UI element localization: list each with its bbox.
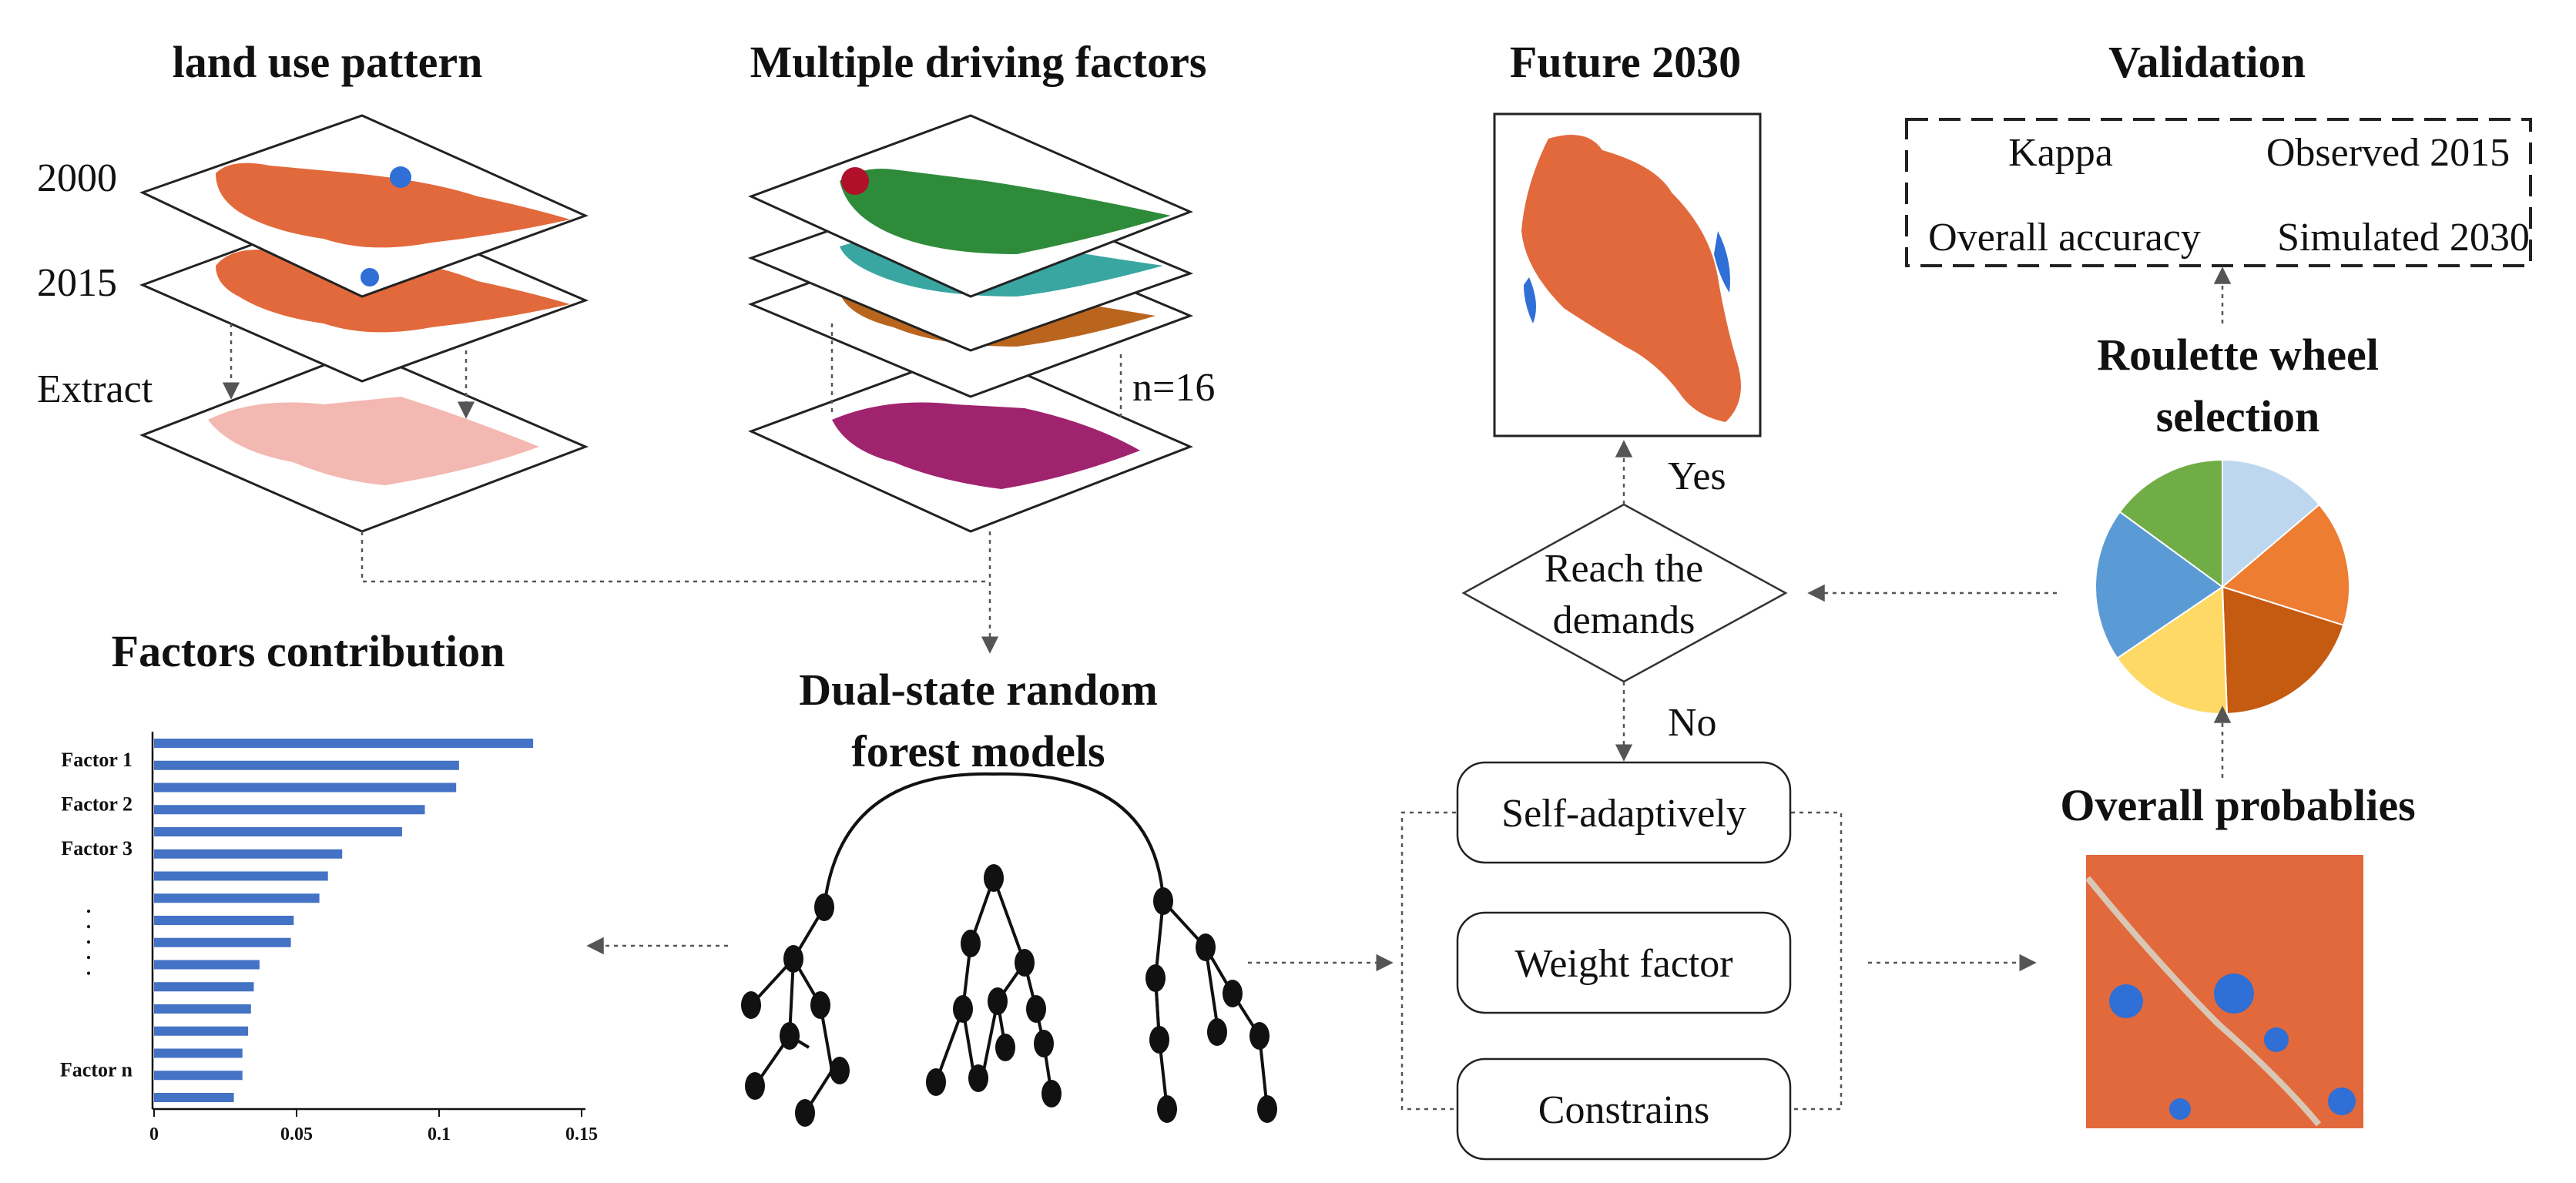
x-tick-label: 0.05 xyxy=(280,1124,313,1144)
pie-slice xyxy=(2221,585,2345,715)
probability-map-water-5 xyxy=(2169,1098,2191,1120)
factor-bar xyxy=(154,916,294,925)
map-2000-water xyxy=(390,166,411,188)
adjust-bracket-right xyxy=(1791,811,1843,1111)
self-adaptive-label: Self-adaptively xyxy=(1501,792,1746,836)
factor-map-1 xyxy=(840,169,1171,254)
factor-bar xyxy=(154,1004,251,1014)
adjust-bracket-left xyxy=(1400,811,1456,1111)
self-adaptive-box xyxy=(1456,761,1792,864)
decision-line2: demands xyxy=(1553,598,1696,642)
land-use-heading: land use pattern xyxy=(173,37,483,87)
validation-heading: Validation xyxy=(2108,37,2306,87)
overall-probabilities-heading: Overall probablies xyxy=(2060,780,2415,830)
probability-map-river xyxy=(2085,876,2322,1127)
factor-y-label: . xyxy=(86,926,92,948)
factor-y-label: . xyxy=(86,957,92,979)
extract-map xyxy=(208,397,539,485)
year-2015-label: 2015 xyxy=(37,261,117,305)
probability-map-water-4 xyxy=(2328,1087,2356,1115)
tree-3 xyxy=(1145,887,1277,1123)
probability-map-water-2 xyxy=(2214,974,2254,1014)
observed-label: Observed 2015 xyxy=(2266,131,2510,175)
rf-heading-line2: forest models xyxy=(851,726,1105,776)
future-map-water-1 xyxy=(1714,231,1730,293)
factor-map-n xyxy=(832,402,1140,489)
tree-2 xyxy=(926,864,1062,1108)
overall-probabilities-map xyxy=(2085,855,2363,1128)
factor-bar xyxy=(154,937,291,947)
future-2030-map-panel xyxy=(1493,112,1762,437)
factor-bar xyxy=(154,783,457,793)
future-map-shape xyxy=(1521,135,1741,422)
future-heading: Future 2030 xyxy=(1510,37,1741,87)
factor-bar xyxy=(154,1093,234,1102)
pie-slice xyxy=(2118,458,2223,588)
x-tick-label: 0.15 xyxy=(565,1124,598,1144)
rf-arc xyxy=(823,772,1165,908)
factors-bar-chart: Factor 1 Factor 2 Factor 3..... Factor n 0 0… xyxy=(60,732,598,1144)
future-map-water-2 xyxy=(1524,277,1536,323)
simulated-label: Simulated 2030 xyxy=(2277,216,2530,260)
validation-box: Kappa Observed 2015 Overall accuracy Sim… xyxy=(1905,118,2532,267)
x-tick-label: 0 xyxy=(149,1124,159,1144)
extract-label: Extract xyxy=(37,367,153,411)
factor-y-label: Factor 3 xyxy=(61,837,132,860)
factor-y-label: Factor 1 xyxy=(61,749,132,771)
validation-frame xyxy=(1905,118,2532,267)
factor-bar xyxy=(154,1026,249,1036)
kappa-label: Kappa xyxy=(2008,131,2113,175)
constrains-box xyxy=(1456,1057,1792,1161)
random-forest-trees xyxy=(741,772,1277,1127)
weight-factor-box xyxy=(1456,911,1792,1014)
decision-diamond: Reach the demands Yes No xyxy=(1461,440,1788,762)
roulette-heading-line1: Roulette wheel xyxy=(2097,330,2379,380)
adjust-group: Self-adaptively Weight factor Constrains xyxy=(1400,761,1843,1161)
factor-count-label: n=16 xyxy=(1132,366,1215,410)
tree-1 xyxy=(741,893,850,1127)
no-label: No xyxy=(1668,701,1717,745)
roulette-heading-line2: selection xyxy=(2156,391,2320,441)
map-2000 xyxy=(216,163,570,248)
constrains-label: Constrains xyxy=(1538,1088,1709,1132)
factor-y-label: . xyxy=(86,895,92,917)
yes-label: Yes xyxy=(1668,454,1726,498)
overall-accuracy-label: Overall accuracy xyxy=(1928,216,2201,260)
pie-slice xyxy=(2095,511,2224,659)
map-2015-water xyxy=(361,268,379,287)
land-use-stack: 2000 2015 Extract xyxy=(37,114,589,533)
probability-map-water-1 xyxy=(2109,984,2143,1018)
factor-bar xyxy=(154,871,328,881)
factor-bar xyxy=(154,805,425,815)
factor-bar xyxy=(154,1071,243,1081)
factor-y-label: . xyxy=(86,941,92,963)
weight-factor-label: Weight factor xyxy=(1514,942,1732,986)
factor-map-1-peak xyxy=(841,167,869,195)
decision-shape xyxy=(1461,503,1788,683)
factor-bar xyxy=(154,893,320,903)
factor-bar xyxy=(154,739,534,748)
pie-slice xyxy=(2222,458,2321,589)
factor-bar xyxy=(154,1048,243,1058)
factor-y-label: Factor 2 xyxy=(61,793,132,816)
roulette-pie-chart xyxy=(2095,458,2350,715)
landuse-to-rf-line xyxy=(361,531,990,583)
factor-bar xyxy=(154,849,343,859)
rf-heading-line1: Dual-state random xyxy=(799,665,1158,715)
factor-bar xyxy=(154,827,402,836)
decision-line1: Reach the xyxy=(1545,547,1703,591)
probability-map-water-3 xyxy=(2264,1027,2289,1052)
x-tick-label: 0.1 xyxy=(428,1124,451,1144)
factor-bar xyxy=(154,982,254,992)
driving-factors-stack: n=16 xyxy=(747,114,1215,533)
factors-contribution-heading: Factors contribution xyxy=(112,626,505,676)
factor-bar xyxy=(154,760,459,770)
year-2000-label: 2000 xyxy=(37,156,117,200)
factor-bar xyxy=(154,960,260,970)
pie-slice xyxy=(2220,503,2350,627)
factor-y-label: . xyxy=(86,910,92,933)
driving-factors-heading: Multiple driving factors xyxy=(750,37,1207,87)
factor-y-label: Factor n xyxy=(60,1059,133,1081)
